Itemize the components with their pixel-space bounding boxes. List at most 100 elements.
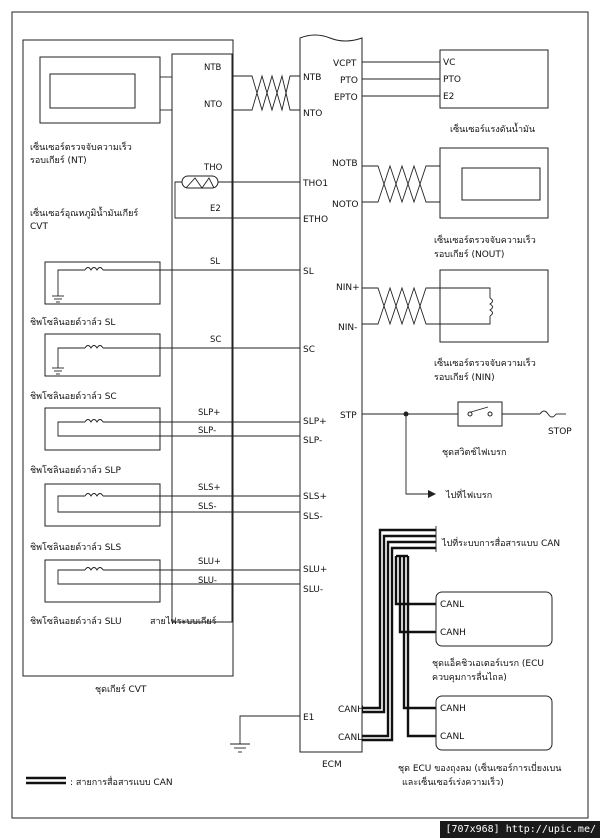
cvt-pin-sl: SL: [210, 257, 220, 267]
cvt-pin-tho: THO: [203, 163, 223, 173]
cvt-pin-slu-plus: SLU+: [198, 557, 221, 567]
sls-label: ชิพโซลินอยด์วาล์ว SLS: [30, 541, 121, 553]
ecm-pin-canh: CANH: [338, 705, 364, 715]
legend-can-line-icon: [26, 776, 66, 785]
ecm-pin-slp-plus: SLP+: [303, 417, 327, 427]
sc-solenoid-box: [44, 333, 161, 377]
ecm-pin-slp-minus: SLP-: [303, 436, 322, 446]
nt-sensor-label-1: เซ็นเซอร์ตรวจจับความเร็ว: [30, 140, 132, 153]
airbag-ecu-box: [435, 695, 553, 751]
ecm-pin-sls-minus: SLS-: [303, 512, 323, 522]
airbag-pin-canl: CANL: [440, 732, 464, 742]
nout-label-1: เซ็นเซอร์ตรวจจับความเร็ว: [434, 233, 536, 246]
nt-sensor-label-2: รอบเกียร์ (NT): [30, 154, 87, 166]
brake-actuator-pin-canh: CANH: [440, 628, 466, 638]
ecm-label: ECM: [322, 760, 342, 770]
sl-coil-icon: [84, 267, 104, 271]
nin-twisted-pair-a: [362, 286, 440, 326]
oil-temp-label-2: CVT: [30, 222, 48, 232]
nin-label-2: รอบเกียร์ (NIN): [434, 371, 495, 383]
cvt-group-label: ชุดเกียร์ CVT: [95, 683, 147, 695]
transmission-harness-box: [171, 53, 233, 623]
sc-label: ชิพโซลินอยด์วาล์ว SC: [30, 390, 117, 402]
ecm-pin-vcpt: VCPT: [333, 59, 357, 69]
watermark-badge: [707x968] http://upic.me/: [440, 821, 600, 838]
to-brake-light-label: ไปที่ไฟเบรก: [445, 488, 492, 501]
oil-pressure-pin-vc: VC: [443, 58, 455, 68]
nout-sensor-box: [439, 147, 549, 219]
legend-label: : สายการสื่อสารแบบ CAN: [70, 775, 173, 788]
airbag-label-2: และเซ็นเซอร์เร่งความเร็ว): [402, 775, 504, 788]
ecm-pin-ntb: NTB: [303, 73, 321, 83]
ecm-pin-stp: STP: [340, 411, 357, 421]
ecm-pin-epto: EPTO: [334, 93, 358, 103]
brake-actuator-label-1: ชุดแอ็คชิวเอเตอร์เบรก (ECU: [432, 656, 544, 669]
brake-actuator-box: [435, 591, 553, 647]
sl-label: ชิพโซลินอยด์วาล์ว SL: [30, 316, 115, 328]
cvt-pin-e2: E2: [210, 204, 221, 214]
ecm-pin-sl: SL: [303, 267, 314, 277]
ecm-pin-nin-plus: NIN+: [336, 283, 360, 293]
slp-solenoid-box: [44, 407, 161, 451]
nt-twisted-pair-b: [232, 74, 300, 112]
cvt-pin-sls-plus: SLS+: [198, 483, 221, 493]
outer-frame: [11, 11, 589, 819]
sl-solenoid-box: [44, 261, 161, 305]
ecm-box: [299, 34, 363, 753]
cvt-pin-nto: NTO: [204, 100, 223, 110]
airbag-label-1: ชุด ECU ของถุงลม (เซ็นเซอร์การเบี่ยงเบน: [398, 761, 561, 774]
nout-sensor-element: [461, 167, 541, 201]
nin-label-1: เซ็นเซอร์ตรวจจับความเร็ว: [434, 356, 536, 369]
cvt-pin-slu-minus: SLU-: [198, 576, 217, 586]
ecm-pin-canl: CANL: [338, 733, 362, 743]
ecm-pin-sc: SC: [303, 345, 315, 355]
sc-coil-icon: [84, 345, 104, 349]
oil-pressure-sensor-box: [439, 49, 549, 109]
nin-twisted-pair-b: [362, 286, 440, 326]
harness-label: สายไฟระบบเกียร์: [150, 615, 217, 627]
cvt-pin-ntb: NTB: [204, 63, 222, 73]
ecm-pin-slu-plus: SLU+: [303, 565, 327, 575]
nout-label-2: รอบเกียร์ (NOUT): [434, 248, 504, 260]
nt-sensor-element: [49, 73, 136, 109]
slp-label: ชิพโซลินอยด์วาล์ว SLP: [30, 464, 121, 476]
sls-coil-icon: [84, 493, 104, 497]
fuse-icon: [539, 410, 557, 418]
cvt-pin-sls-minus: SLS-: [198, 502, 217, 512]
arrow-right-icon: [428, 490, 436, 498]
slu-solenoid-box: [44, 559, 161, 603]
nout-twisted-pair-b: [362, 164, 440, 204]
ecm-pin-nin-minus: NIN-: [338, 323, 357, 333]
brake-actuator-pin-canl: CANL: [440, 600, 464, 610]
stop-switch-label: ชุดสวิตช์ไฟเบรก: [442, 446, 506, 458]
ecm-pin-notb: NOTB: [332, 159, 358, 169]
oil-pressure-pin-pto: PTO: [443, 75, 461, 85]
nt-sensor-box: [39, 56, 161, 124]
oil-temp-label-1: เซ็นเซอร์อุณหภูมิน้ำมันเกียร์: [30, 206, 138, 219]
stop-switch-box: [457, 401, 503, 427]
cvt-pin-sc: SC: [210, 335, 221, 345]
cvt-assembly-box: [22, 39, 234, 677]
ecm-pin-slu-minus: SLU-: [303, 585, 323, 595]
ecm-pin-etho: ETHO: [303, 215, 328, 225]
to-can-label: ไปที่ระบบการสื่อสารแบบ CAN: [441, 536, 560, 549]
ecm-pin-nto: NTO: [303, 109, 322, 119]
oil-pressure-pin-e2: E2: [443, 92, 454, 102]
nout-twisted-pair-a: [362, 164, 440, 204]
brake-actuator-label-2: ควบคุมการลื่นไถล): [432, 670, 507, 683]
slp-coil-icon: [84, 419, 104, 423]
oil-pressure-sensor-label: เซ็นเซอร์แรงดันน้ำมัน: [450, 122, 535, 135]
ecm-pin-pto: PTO: [340, 76, 358, 86]
cvt-pin-slp-plus: SLP+: [198, 408, 220, 418]
ecm-pin-sls-plus: SLS+: [303, 492, 327, 502]
nin-sensor-box: [439, 269, 549, 343]
stop-label: STOP: [548, 427, 572, 437]
airbag-pin-canh: CANH: [440, 704, 466, 714]
can-bus-lines: [362, 528, 436, 742]
ecm-pin-e1: E1: [303, 713, 314, 723]
cvt-pin-slp-minus: SLP-: [198, 426, 216, 436]
slu-label: ชิพโซลินอยด์วาล์ว SLU: [30, 615, 122, 627]
nin-coil-icon: [489, 297, 493, 317]
